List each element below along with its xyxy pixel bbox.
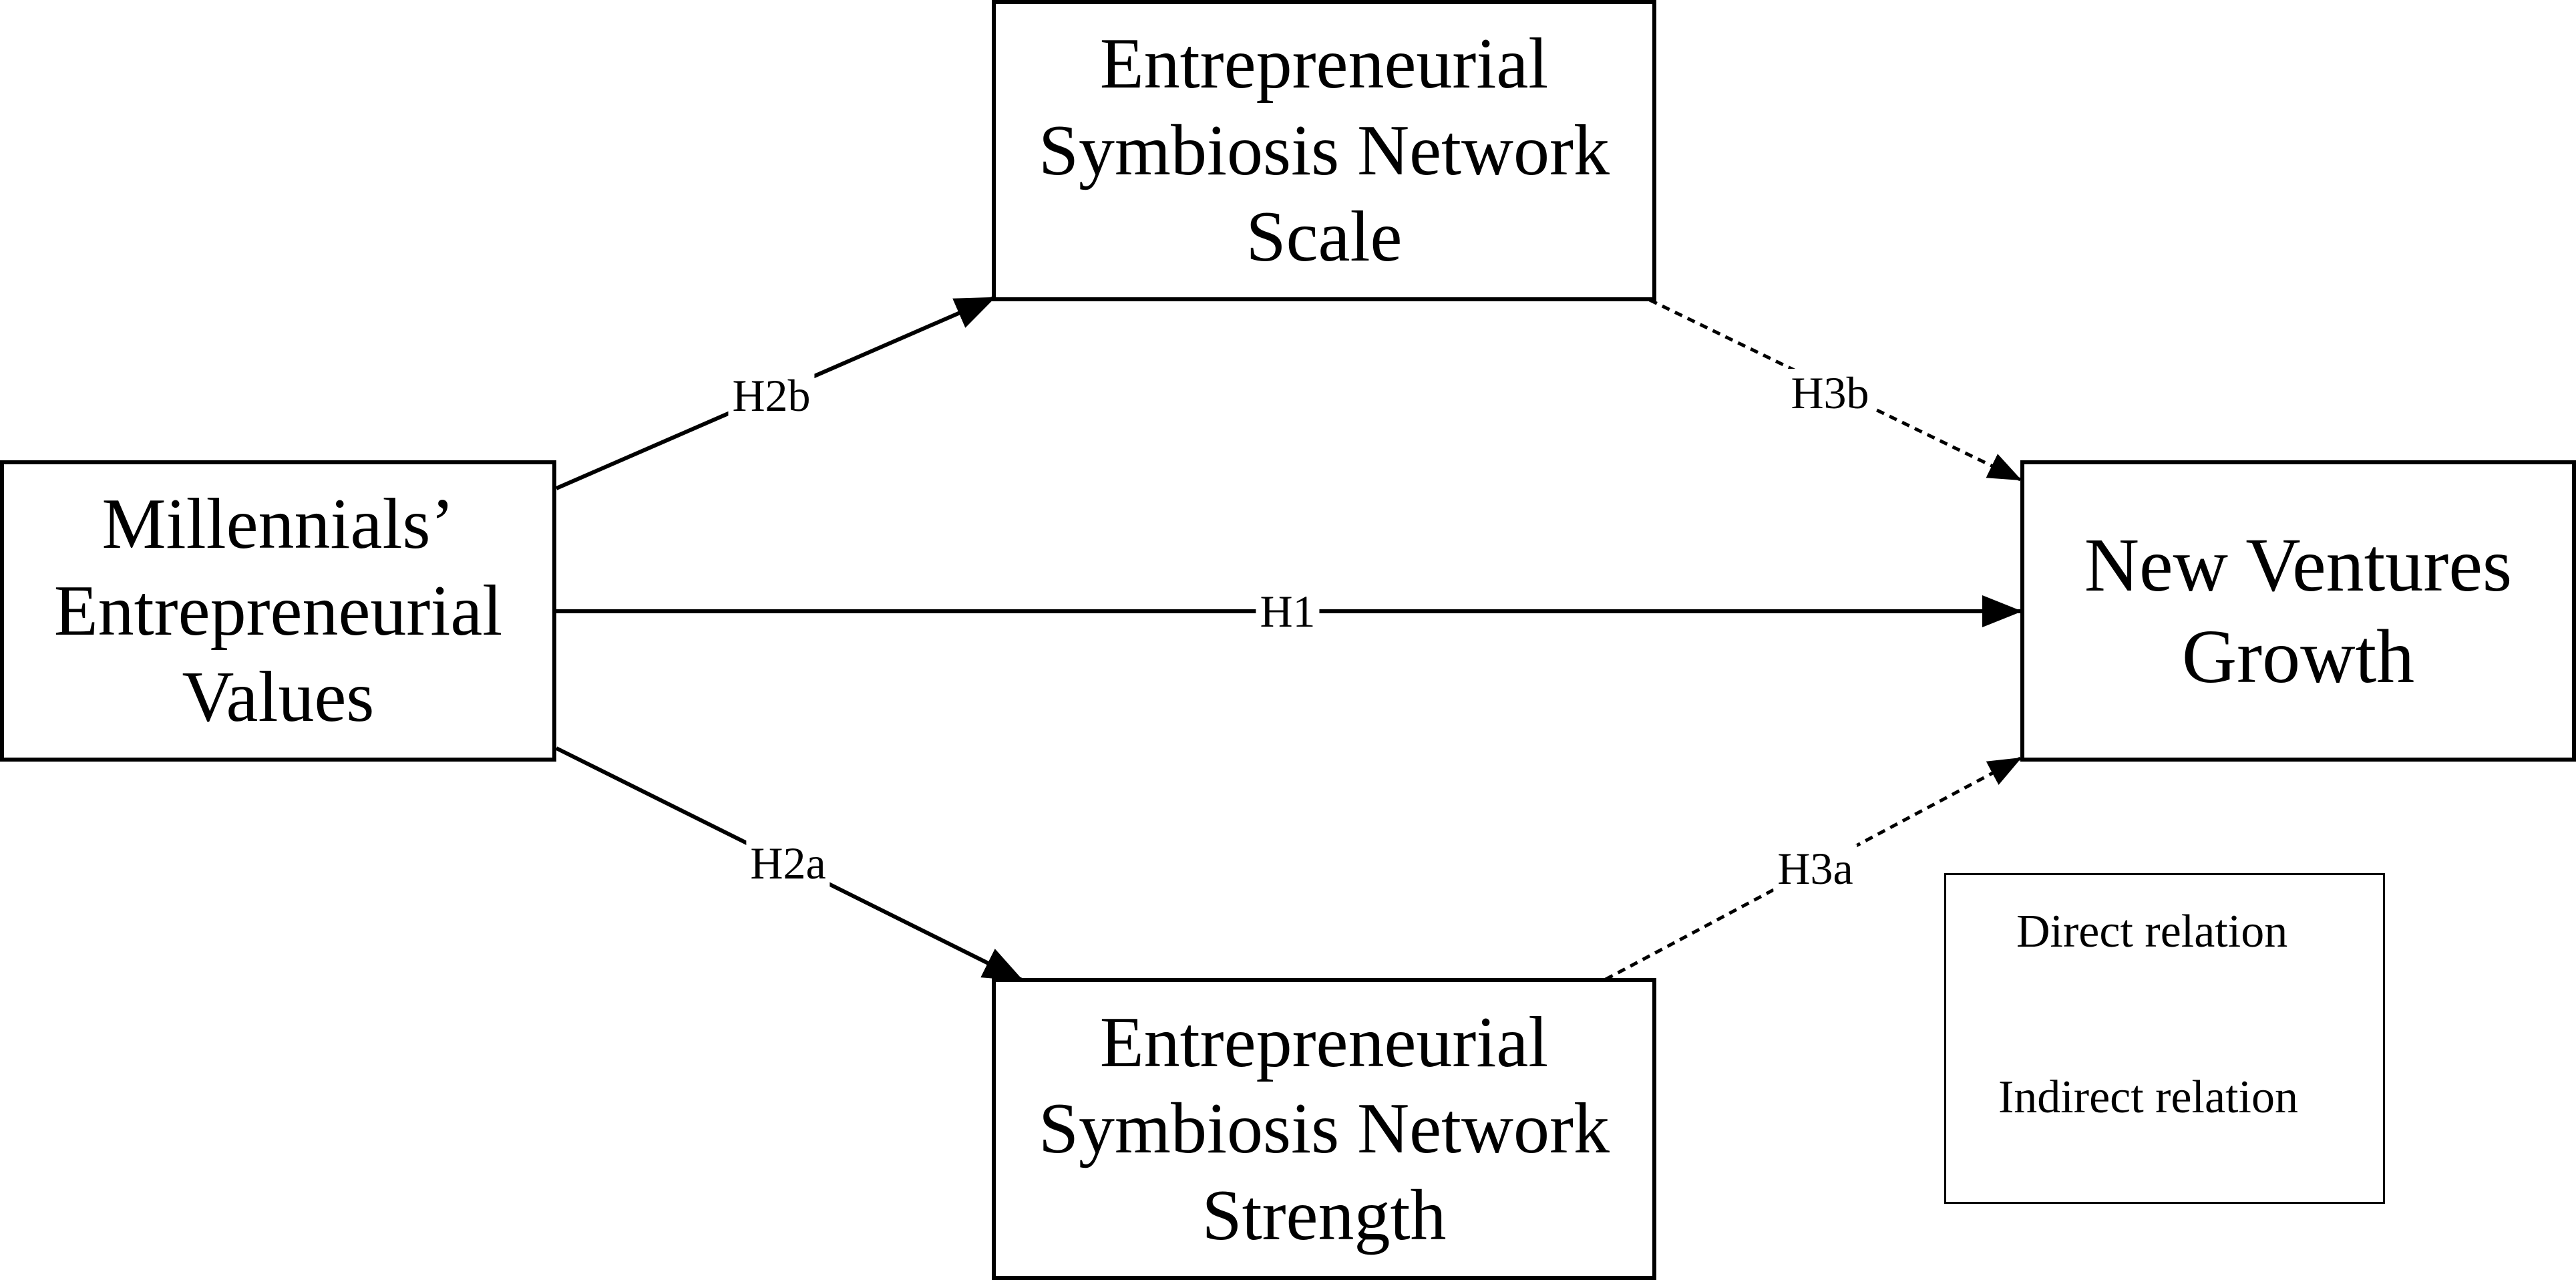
- label-h1: H1: [1256, 587, 1320, 635]
- label-h2b: H2b: [728, 371, 815, 420]
- node-growth-line-2: Growth: [2181, 613, 2415, 699]
- node-millennials-entrepreneurial-values: Millennials’ Entrepreneurial Values: [0, 460, 556, 762]
- label-h2a: H2a: [746, 839, 830, 887]
- legend-indirect-label: Indirect relation: [1998, 1072, 2298, 1123]
- node-symbiosis-network-scale: Entrepreneurial Symbiosis Network Scale: [992, 0, 1656, 301]
- node-strength-line-2: Symbiosis Network: [1038, 1089, 1610, 1169]
- node-strength-line-1: Entrepreneurial: [1099, 1002, 1549, 1082]
- node-strength-line-3: Strength: [1202, 1175, 1447, 1255]
- label-h3b: H3b: [1787, 369, 1873, 417]
- node-values-line-1: Millennials’: [102, 484, 455, 565]
- edge-h3b: [1648, 298, 2022, 482]
- node-values-line-3: Values: [182, 657, 375, 738]
- node-scale-line-3: Scale: [1246, 197, 1403, 277]
- legend: Direct relation Indirect relation: [1944, 873, 2385, 1204]
- node-new-ventures-growth: New Ventures Growth: [2020, 460, 2576, 762]
- node-scale-line-1: Entrepreneurial: [1099, 24, 1549, 104]
- node-scale-line-2: Symbiosis Network: [1038, 110, 1610, 190]
- label-h3a: H3a: [1773, 844, 1857, 893]
- node-values-line-2: Entrepreneurial: [53, 571, 503, 651]
- node-growth-line-1: New Ventures: [2084, 522, 2513, 607]
- legend-direct-label: Direct relation: [2016, 906, 2288, 957]
- node-symbiosis-network-strength: Entrepreneurial Symbiosis Network Streng…: [992, 978, 1656, 1280]
